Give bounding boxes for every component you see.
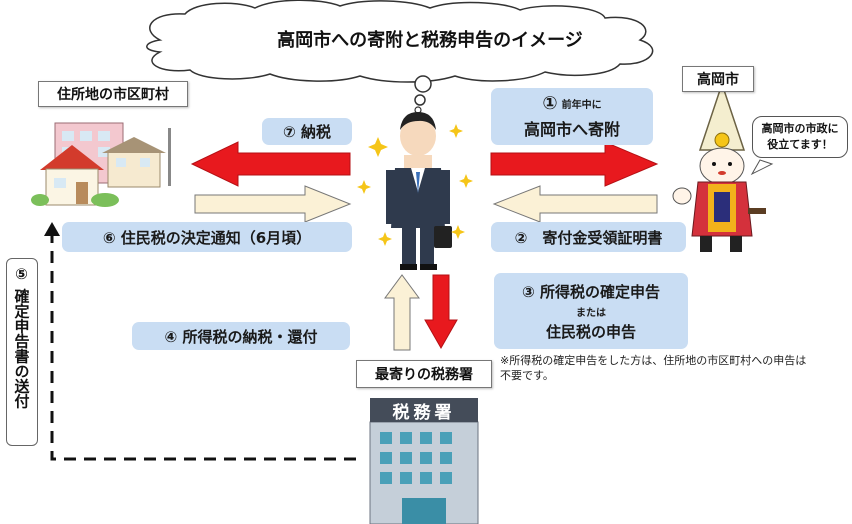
page-title: 高岡市への寄附と税務申告のイメージ (277, 30, 583, 51)
step-5-send-return: ⑤ 確定申告書の送付 (6, 258, 38, 446)
tax-office-sign: 税務署 (370, 398, 478, 423)
businessman-illustration (386, 112, 452, 270)
tax-office-building-illustration (369, 421, 479, 524)
dashed-line-return-path (44, 222, 356, 461)
step-3-main: ③ 所得税の確定申告 (522, 282, 660, 301)
step-3-or: または (576, 307, 606, 319)
step-2-certificate: ② 寄付金受領証明書 (491, 222, 686, 252)
arrow-notice-to-person (194, 185, 352, 223)
step-7-payment: ⑦ 納税 (262, 118, 352, 145)
cloud-icon (146, 0, 654, 83)
arrow-certificate-to-person (492, 185, 658, 223)
step-1-number: ① (542, 93, 558, 114)
step-3-filing: ③ 所得税の確定申告 または 住民税の申告 (494, 273, 688, 349)
thought-bubble-icon (414, 75, 432, 114)
tax-office-label: 最寄りの税務署 (356, 360, 492, 388)
residence-label: 住所地の市区町村 (38, 81, 188, 107)
mascot-illustration (672, 81, 766, 252)
arrow-filing-to-tax-office (424, 274, 458, 350)
arrow-donation-to-takaoka (490, 141, 659, 187)
step-1-main: 高岡市へ寄附 (523, 120, 620, 139)
takaoka-label: 高岡市 (682, 66, 754, 92)
step-1-prefix: 前年中に (561, 100, 602, 111)
houses-illustration (31, 122, 171, 207)
sparkle-icon (357, 124, 473, 246)
step-6-notice: ⑥ 住民税の決定通知（6月頃） (62, 222, 352, 252)
step-4-refund: ④ 所得税の納税・還付 (132, 322, 350, 350)
note-text: ※所得税の確定申告をした方は、住所地の市区町村への申告は不要です。 (500, 354, 807, 382)
mascot-speech-bubble: 高岡市の市政に役立てます！ (752, 116, 848, 158)
arrow-payment-to-residence (190, 141, 351, 187)
arrow-refund-to-person (384, 274, 420, 351)
step-1-donation: ① 前年中に 高岡市へ寄附 (491, 88, 653, 145)
step-3-sub: 住民税の申告 (545, 322, 636, 341)
